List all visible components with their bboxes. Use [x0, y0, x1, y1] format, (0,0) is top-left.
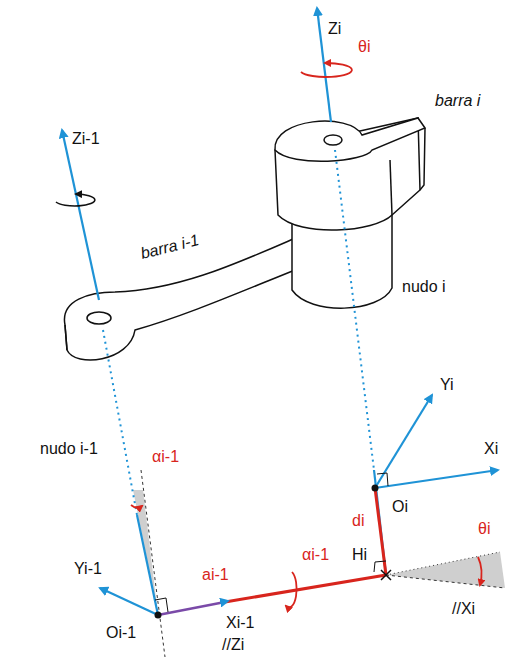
origin-dot [372, 485, 379, 492]
link-edge [65, 325, 67, 350]
angle-label: θi [358, 38, 370, 56]
point-label: Oi-1 [106, 624, 136, 642]
length-label: di [352, 512, 364, 530]
link-edge [420, 128, 425, 190]
axis-hidden [103, 330, 137, 515]
axis-line [137, 515, 158, 615]
axis-label: Zi [328, 20, 341, 38]
axis-arrowhead [158, 601, 228, 615]
axis-line [100, 588, 158, 615]
rotation-arrow [56, 194, 95, 206]
angle-arc [131, 505, 142, 508]
length-label: ai-1 [202, 566, 229, 584]
joint-hole [87, 312, 111, 324]
parallel-label: //Xi [452, 600, 475, 618]
axis-label: Xi-1 [226, 614, 254, 632]
parallel-line [386, 575, 505, 588]
extension-line [386, 552, 500, 575]
link-body [64, 236, 300, 360]
axis-line [375, 395, 432, 488]
axis-label: Yi-1 [74, 560, 102, 578]
part-name: nudo i [402, 278, 446, 296]
point-label: Hi [352, 546, 367, 564]
parallel-label: //Zi [222, 636, 244, 654]
angle-arc [478, 557, 482, 585]
theta-wedge [386, 552, 505, 588]
axis-label: Yi [440, 376, 454, 394]
axis-line [158, 602, 225, 615]
link-length [225, 575, 386, 602]
axis-label: Xi [484, 440, 498, 458]
angle-label: αi-1 [302, 546, 329, 564]
right-angle [374, 561, 386, 572]
point-mark [381, 570, 391, 580]
origin-dot [155, 612, 162, 619]
right-angle [155, 598, 168, 612]
axis-hidden [335, 150, 374, 470]
rotation-arrow [301, 63, 352, 77]
part-name: barra i-1 [139, 231, 201, 262]
axis-line [375, 470, 498, 488]
offset-length [375, 488, 386, 575]
point-label: Oi [392, 498, 408, 516]
right-angle [377, 473, 388, 486]
angle-label: αi-1 [152, 448, 179, 466]
angle-label: θi [478, 520, 490, 538]
axis-line [62, 130, 99, 300]
part-name: nudo i-1 [40, 440, 98, 458]
part-name: barra i [435, 92, 480, 110]
link-top [275, 118, 425, 161]
joint-hole [324, 135, 342, 145]
parallel-line [141, 470, 165, 657]
axis-label: Zi-1 [72, 130, 100, 148]
rotation-arrow [286, 572, 297, 608]
link-edge [390, 160, 392, 215]
